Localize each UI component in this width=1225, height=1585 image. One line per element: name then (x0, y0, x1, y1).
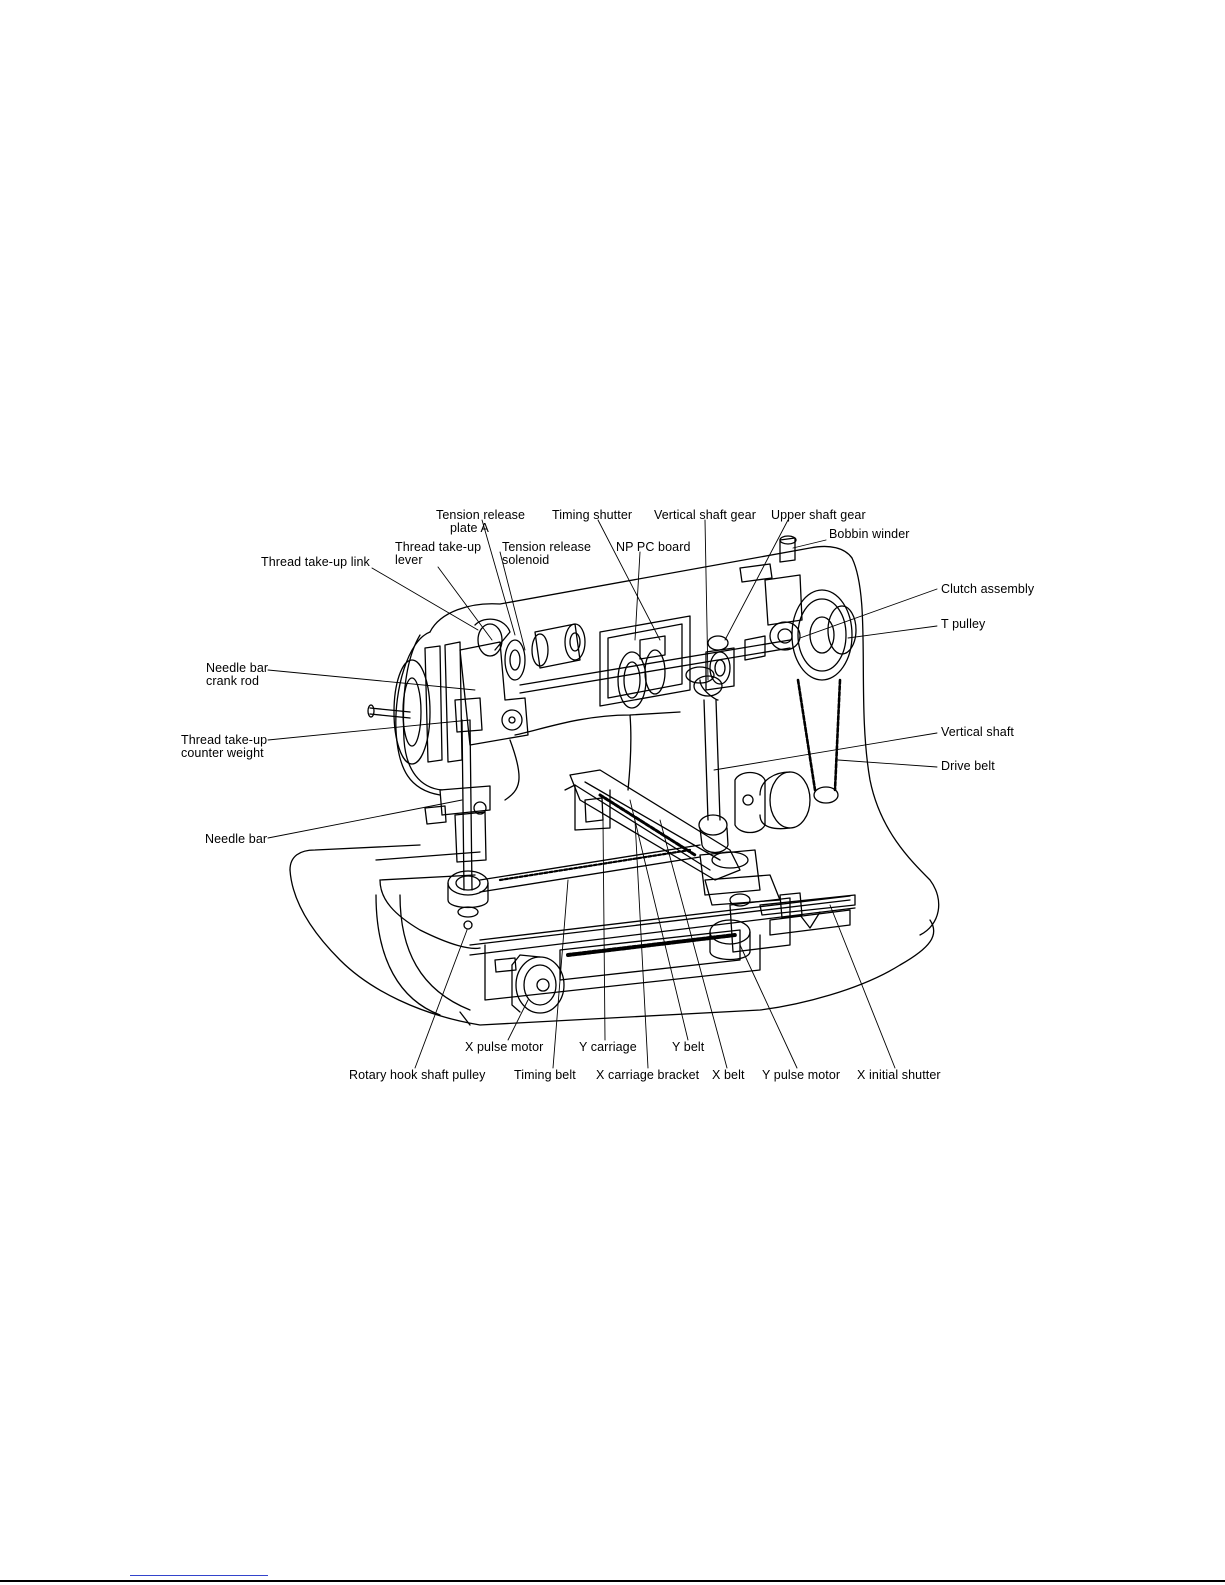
label-y-carriage: Y carriage (579, 1040, 637, 1054)
label-clutch-assembly: Clutch assembly (941, 582, 1035, 596)
label-vertical-shaft: Vertical shaft (941, 725, 1014, 739)
y-carriage (564, 769, 781, 906)
illustration-frame (178, 499, 1055, 1093)
label-counter-weight-l2: counter weight (181, 746, 264, 760)
label-y-pulse-motor: Y pulse motor (762, 1068, 841, 1082)
footer-rule (0, 1580, 1225, 1582)
rotary-hook (447, 870, 489, 930)
leader-y-belt (629, 799, 689, 1041)
leader-tension-release-solenoid (499, 551, 526, 651)
vertical-shaft (693, 675, 749, 869)
label-y-belt: Y belt (672, 1040, 705, 1054)
leader-vertical-shaft (713, 732, 938, 771)
label-needle-bar-crank-rod-l2: crank rod (206, 674, 260, 688)
tension-release-solenoid (531, 623, 586, 669)
label-t-pulley: T pulley (941, 617, 986, 631)
label-x-pulse-motor: X pulse motor (465, 1040, 544, 1054)
leader-thread-takeup-link (371, 567, 479, 631)
machine-body (289, 545, 940, 1026)
label-bobbin-winder: Bobbin winder (829, 527, 910, 541)
timing-shutter-assembly (599, 615, 691, 709)
leader-needle-bar (267, 799, 463, 839)
leader-np-pc-board (634, 551, 641, 641)
right-side-drive (739, 535, 857, 804)
label-np-pc-board: NP PC board (616, 540, 691, 554)
leader-x-carriage-bracket (634, 819, 649, 1069)
label-thread-takeup-link: Thread take-up link (261, 555, 370, 569)
leader-counter-weight (267, 719, 471, 741)
label-thread-takeup-lever-l1: Thread take-up (395, 540, 482, 554)
leader-timing-shutter (597, 519, 661, 641)
leader-lines (267, 519, 938, 1069)
label-drive-belt: Drive belt (941, 759, 995, 773)
footer-link-underline[interactable] (130, 1575, 268, 1576)
timing-belt (479, 844, 701, 893)
label-timing-shutter: Timing shutter (552, 508, 633, 522)
leader-x-initial-shutter (829, 904, 896, 1069)
label-tension-release-plate-l2: plate A (450, 521, 489, 535)
leader-bobbin-winder (792, 539, 827, 549)
leader-x-pulse-motor (507, 999, 529, 1041)
needle-bar (424, 719, 491, 891)
label-timing-belt: Timing belt (514, 1068, 576, 1082)
leader-tension-release-plate (481, 519, 516, 636)
x-pulse-motor (494, 954, 565, 1014)
leader-y-carriage (602, 819, 606, 1041)
label-tension-release-plate-l1: Tension release (436, 508, 526, 522)
y-pulse-motor (709, 893, 751, 961)
leader-drive-belt (837, 759, 938, 768)
leader-needle-bar-crank-rod (267, 669, 476, 691)
label-needle-bar-crank-rod-l1: Needle bar (206, 661, 269, 675)
leader-vertical-shaft-gear (704, 519, 709, 681)
main-motor (734, 771, 811, 834)
label-upper-shaft-gear: Upper shaft gear (771, 508, 866, 522)
label-x-initial-shutter: X initial shutter (857, 1068, 941, 1082)
leader-upper-shaft-gear (724, 519, 789, 641)
label-rotary-hook-shaft-pulley: Rotary hook shaft pulley (349, 1068, 486, 1082)
label-tension-release-solenoid-l2: solenoid (502, 553, 550, 567)
leader-x-belt (659, 819, 728, 1069)
leader-thread-takeup-lever (437, 566, 493, 641)
label-thread-takeup-lever-l2: lever (395, 553, 423, 567)
label-counter-weight-l1: Thread take-up (181, 733, 268, 747)
leader-timing-belt (552, 879, 569, 1069)
label-vertical-shaft-gear: Vertical shaft gear (654, 508, 756, 522)
label-tension-release-solenoid-l1: Tension release (502, 540, 592, 554)
leader-y-pulse-motor (739, 944, 798, 1069)
label-x-carriage-bracket: X carriage bracket (596, 1068, 700, 1082)
leader-clutch-assembly (799, 588, 938, 639)
leader-rotary-hook-shaft-pulley (414, 929, 468, 1069)
label-needle-bar: Needle bar (205, 832, 268, 846)
leader-t-pulley (847, 625, 938, 639)
label-x-belt: X belt (712, 1068, 745, 1082)
